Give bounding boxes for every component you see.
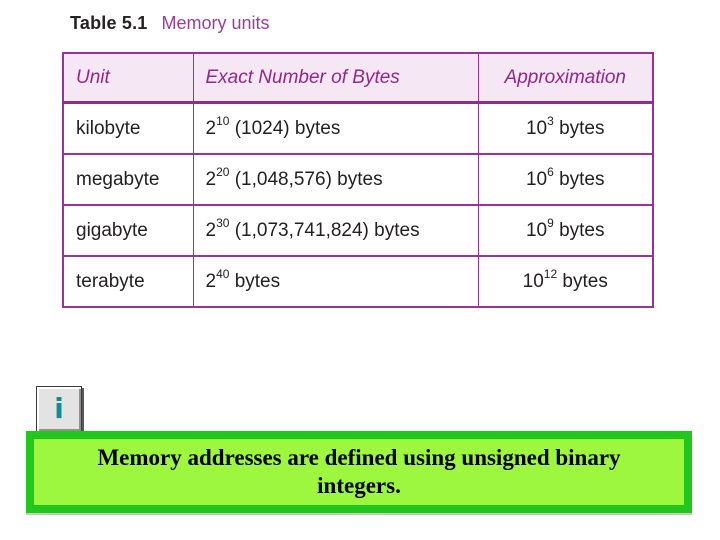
approximation-cell: 103 bytes — [477, 101, 654, 155]
table-row: megabyte 220 (1,048,576) bytes 106 bytes — [62, 153, 654, 206]
column-header-unit: Unit — [62, 52, 194, 104]
table-subtitle: Memory units — [161, 13, 270, 33]
unit-cell: terabyte — [62, 255, 194, 308]
power-exponent: 12 — [543, 267, 558, 282]
exact-bytes-cell: 220 (1,048,576) bytes — [192, 153, 479, 206]
power-exponent: 10 — [216, 114, 230, 129]
power-exponent: 20 — [216, 165, 230, 180]
power-base: 2 — [205, 270, 217, 292]
power-base: 2 — [205, 117, 217, 139]
exact-bytes-text: (1,048,576) bytes — [229, 168, 383, 190]
callout-text: Memory addresses are defined using unsig… — [97, 445, 621, 498]
callout-banner: Memory addresses are defined using unsig… — [26, 431, 692, 513]
column-header-approximation: Approximation — [477, 52, 654, 104]
approximation-text: bytes — [553, 168, 605, 190]
info-icon: i — [54, 392, 64, 425]
info-button[interactable]: i — [36, 386, 82, 432]
power-exponent: 3 — [547, 114, 554, 129]
exact-bytes-text: (1024) bytes — [229, 117, 341, 139]
power-base: 10 — [525, 219, 548, 241]
approximation-cell: 1012 bytes — [477, 255, 654, 308]
table-title: Table 5.1 Memory units — [70, 13, 270, 34]
exact-bytes-cell: 240 bytes — [192, 255, 479, 308]
column-header-exact-bytes: Exact Number of Bytes — [192, 52, 479, 104]
power-exponent: 40 — [216, 267, 230, 282]
unit-cell: gigabyte — [62, 204, 194, 257]
power-base: 2 — [205, 219, 217, 241]
power-base: 10 — [522, 270, 544, 292]
table-row: kilobyte 210 (1024) bytes 103 bytes — [62, 101, 654, 155]
approximation-text: bytes — [553, 117, 605, 139]
power-exponent: 6 — [547, 165, 554, 180]
power-exponent: 9 — [547, 216, 554, 231]
approximation-text: bytes — [553, 219, 605, 241]
unit-cell: kilobyte — [62, 101, 194, 155]
power-base: 10 — [525, 168, 548, 190]
approximation-text: bytes — [557, 270, 608, 292]
power-base: 10 — [525, 117, 548, 139]
table-row: gigabyte 230 (1,073,741,824) bytes 109 b… — [62, 204, 654, 257]
power-base: 2 — [205, 168, 217, 190]
power-exponent: 30 — [216, 216, 230, 231]
unit-cell: megabyte — [62, 153, 194, 206]
memory-units-table: Unit Exact Number of Bytes Approximation… — [62, 52, 654, 308]
exact-bytes-cell: 230 (1,073,741,824) bytes — [192, 204, 479, 257]
exact-bytes-text: (1,073,741,824) bytes — [229, 219, 420, 241]
approximation-cell: 109 bytes — [477, 204, 654, 257]
exact-bytes-cell: 210 (1024) bytes — [192, 101, 479, 155]
approximation-cell: 106 bytes — [477, 153, 654, 206]
exact-bytes-text: bytes — [229, 270, 281, 292]
table-number-label: Table 5.1 — [70, 13, 148, 33]
header-row: Unit Exact Number of Bytes Approximation — [62, 52, 654, 104]
table-row: terabyte 240 bytes 1012 bytes — [62, 255, 654, 308]
